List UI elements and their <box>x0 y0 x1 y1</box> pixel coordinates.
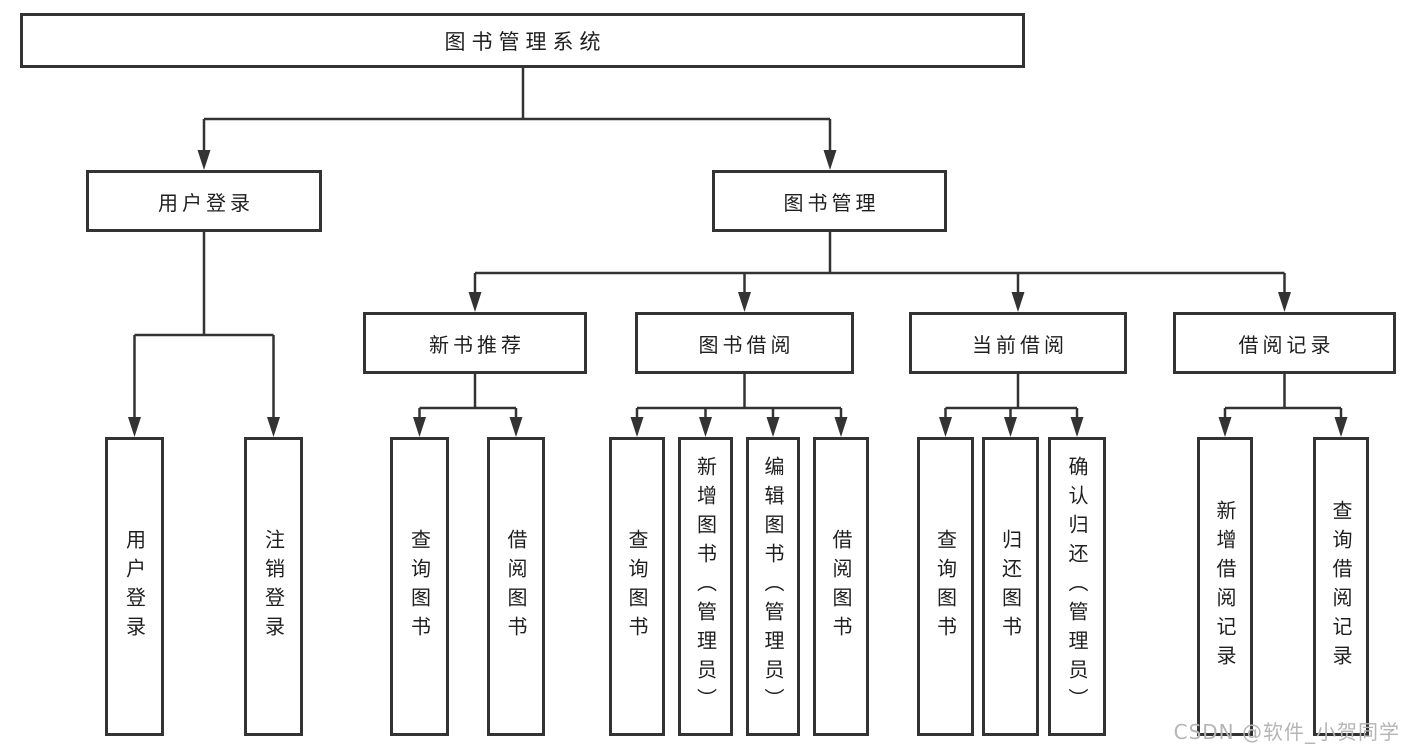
leaf-query-books-borrowing: 查询图书 <box>609 437 665 736</box>
leaf-query-books-current-label: 查询图书 <box>933 528 958 645</box>
leaf-return-books: 归还图书 <box>982 437 1039 736</box>
leaf-confirm-return-admin: 确认归还（管理员） <box>1048 437 1106 736</box>
node-new-book-recommend-label: 新书推荐 <box>429 332 525 357</box>
leaf-edit-books-admin-label: 编辑图书（管理员） <box>761 456 785 717</box>
arrowhead-icon <box>1070 417 1084 437</box>
leaf-user-login-label: 用户登录 <box>122 528 147 645</box>
arrowhead-icon <box>834 417 848 437</box>
leaf-query-borrow-record: 查询借阅记录 <box>1313 437 1369 736</box>
leaf-logout-label: 注销登录 <box>261 528 286 645</box>
node-book-management-label: 图书管理 <box>783 190 880 215</box>
arrowhead-icon <box>766 417 780 437</box>
leaf-add-books-admin-label: 新增图书（管理员） <box>693 456 718 717</box>
node-user-login-label: 用户登录 <box>158 190 254 215</box>
arrowhead-icon <box>1334 417 1348 437</box>
leaf-borrow-books-recommend: 借阅图书 <box>487 437 545 736</box>
node-book-borrowing: 图书借阅 <box>635 312 854 374</box>
leaf-query-borrow-record-label: 查询借阅记录 <box>1329 499 1353 674</box>
node-user-login-branch: 用户登录 <box>86 170 322 232</box>
leaf-borrow-books-borrowing-label: 借阅图书 <box>829 528 853 645</box>
node-book-borrowing-label: 图书借阅 <box>698 332 795 357</box>
leaf-query-books-borrowing-label: 查询图书 <box>625 528 649 645</box>
leaf-add-borrow-record-label: 新增借阅记录 <box>1213 499 1237 674</box>
leaf-add-books-admin: 新增图书（管理员） <box>678 437 733 736</box>
arrowhead-icon <box>197 150 211 170</box>
leaf-return-books-label: 归还图书 <box>998 528 1023 645</box>
arrowhead-icon <box>1218 417 1232 437</box>
arrowhead-icon <box>939 417 952 437</box>
arrowhead-icon <box>509 417 523 437</box>
leaf-edit-books-admin: 编辑图书（管理员） <box>746 437 800 736</box>
arrowhead-icon <box>1011 292 1025 312</box>
arrowhead-icon <box>738 292 751 312</box>
arrowhead-icon <box>1278 292 1291 312</box>
arrowhead-icon <box>267 417 280 437</box>
leaf-confirm-return-admin-label: 确认归还（管理员） <box>1065 456 1089 717</box>
node-root-label: 图书管理系统 <box>444 29 607 54</box>
node-new-book-recommend: 新书推荐 <box>363 312 587 374</box>
leaf-query-books-recommend-label: 查询图书 <box>407 528 432 645</box>
leaf-borrow-books-recommend-label: 借阅图书 <box>504 528 528 645</box>
node-current-borrowing-label: 当前借阅 <box>972 332 1068 357</box>
arrowhead-icon <box>630 417 644 437</box>
node-current-borrowing: 当前借阅 <box>909 312 1127 374</box>
arrowhead-icon <box>1004 417 1017 437</box>
node-root: 图书管理系统 <box>20 13 1025 68</box>
arrowhead-icon <box>468 292 482 312</box>
csdn-watermark: CSDN @软件_小贺同学 <box>1173 720 1400 744</box>
node-book-management: 图书管理 <box>712 170 947 232</box>
arrowhead-icon <box>413 417 426 437</box>
leaf-logout: 注销登录 <box>244 437 303 736</box>
arrowhead-icon <box>823 150 837 170</box>
leaf-borrow-books-borrowing: 借阅图书 <box>813 437 869 736</box>
node-borrowing-records: 借阅记录 <box>1173 312 1396 374</box>
leaf-query-books-current: 查询图书 <box>917 437 974 736</box>
leaf-query-books-recommend: 查询图书 <box>390 437 449 736</box>
leaf-user-login: 用户登录 <box>105 437 164 736</box>
leaf-add-borrow-record: 新增借阅记录 <box>1197 437 1253 736</box>
node-borrowing-records-label: 借阅记录 <box>1238 332 1335 357</box>
arrowhead-icon <box>699 417 712 437</box>
arrowhead-icon <box>128 417 141 437</box>
